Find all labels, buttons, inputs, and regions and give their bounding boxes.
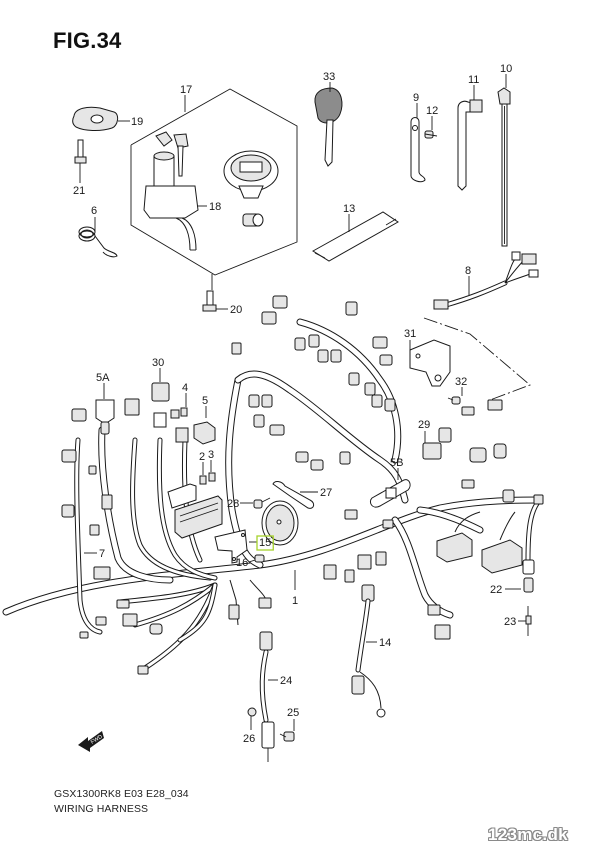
part-2-fuse[interactable] <box>199 475 207 485</box>
ecm-connectors[interactable] <box>436 511 523 574</box>
callout-13[interactable]: 13 <box>343 203 355 215</box>
leader-lines <box>79 74 526 731</box>
callout-16[interactable]: 16 <box>236 557 248 569</box>
callout-22[interactable]: 22 <box>490 584 502 596</box>
callout-5[interactable]: 5 <box>202 395 208 407</box>
callout-20[interactable]: 20 <box>230 304 242 316</box>
part-19-ignition-cover[interactable] <box>72 106 119 131</box>
part-32-screw[interactable] <box>447 396 461 405</box>
callout-14[interactable]: 14 <box>379 637 391 649</box>
part-31-bracket[interactable] <box>409 339 451 387</box>
part-1-main-harness[interactable] <box>2 318 544 671</box>
callout-10[interactable]: 10 <box>500 63 512 75</box>
part-11-clamp[interactable] <box>457 99 483 191</box>
part-7-connectors[interactable] <box>79 566 163 675</box>
callout-highlight-box <box>256 535 274 551</box>
callout-18[interactable]: 18 <box>209 201 221 213</box>
part-22-switch[interactable] <box>522 559 535 593</box>
callout-30[interactable]: 30 <box>152 357 164 369</box>
part-10-cable-tie[interactable] <box>497 87 511 247</box>
part-4-fuse[interactable] <box>170 407 189 443</box>
fuel-cap-lock[interactable] <box>223 150 279 199</box>
callout-28[interactable]: 28 <box>227 498 239 510</box>
part-16-bolt[interactable] <box>254 554 265 563</box>
left-connectors[interactable] <box>61 398 140 536</box>
part-20-bolt[interactable] <box>202 290 217 312</box>
part-28-bolt[interactable] <box>253 497 271 509</box>
watermark: 123mc.dk <box>488 825 568 844</box>
right-connectors[interactable] <box>461 399 544 505</box>
diagram-subtitle: WIRING HARNESS <box>54 803 149 815</box>
callout-29[interactable]: 29 <box>418 419 430 431</box>
part-6-spring[interactable] <box>78 226 118 258</box>
sensor-body[interactable] <box>261 721 275 762</box>
part-5-relay[interactable] <box>193 421 216 445</box>
callout-17[interactable]: 17 <box>180 84 192 96</box>
figure-title: FIG.34 <box>53 28 122 53</box>
callout-19[interactable]: 19 <box>131 116 143 128</box>
callout-15[interactable]: 15 <box>259 537 271 549</box>
callout-5a[interactable]: 5A <box>96 372 110 384</box>
part-30-relay[interactable] <box>151 382 170 428</box>
part-24-sensor-lead[interactable] <box>259 631 273 723</box>
part-23-wire[interactable] <box>525 606 532 636</box>
part-12-screw[interactable] <box>424 130 438 139</box>
part-9-clamp[interactable] <box>410 117 426 183</box>
callout-1[interactable]: 1 <box>292 595 298 607</box>
seat-lock-cylinder[interactable] <box>242 213 264 227</box>
harness-connectors[interactable] <box>231 295 396 471</box>
callout-2[interactable]: 2 <box>199 451 205 463</box>
part-29-relay[interactable] <box>422 427 452 460</box>
callout-31[interactable]: 31 <box>404 328 416 340</box>
callout-8[interactable]: 8 <box>465 265 471 277</box>
callout-25[interactable]: 25 <box>287 707 299 719</box>
callout-7[interactable]: 7 <box>99 548 105 560</box>
callout-9[interactable]: 9 <box>413 92 419 104</box>
center-lower-connectors[interactable] <box>228 509 451 640</box>
part-26-washer[interactable] <box>247 707 257 717</box>
part-27-horn[interactable] <box>261 481 315 546</box>
part-25-bolt[interactable] <box>279 731 295 742</box>
callout-5b[interactable]: 5B <box>390 457 403 469</box>
callout-33[interactable]: 33 <box>323 71 335 83</box>
model-code: GSX1300RK8 E03 E28_034 <box>54 788 189 800</box>
callout-26[interactable]: 26 <box>243 733 255 745</box>
callout-3[interactable]: 3 <box>208 449 214 461</box>
ignition-set-box <box>130 88 298 276</box>
part-14-sub-harness[interactable] <box>351 584 386 718</box>
part-18-ignition-switch[interactable] <box>143 131 199 251</box>
callout-27[interactable]: 27 <box>320 487 332 499</box>
part-5A-relay[interactable] <box>95 399 115 435</box>
part-8-sub-harness[interactable] <box>433 251 539 310</box>
part-5B-relay-cover[interactable] <box>369 479 411 508</box>
fwd-label: FWD <box>90 734 104 746</box>
dashed-leader-box <box>423 317 531 401</box>
fwd-arrow-icon: FWD <box>78 731 104 752</box>
callout-21[interactable]: 21 <box>73 185 85 197</box>
callout-12[interactable]: 12 <box>426 105 438 117</box>
callout-32[interactable]: 32 <box>455 376 467 388</box>
fuse-box[interactable] <box>167 483 223 539</box>
callout-11[interactable]: 11 <box>468 74 479 86</box>
callout-6[interactable]: 6 <box>91 205 97 217</box>
part-3-fuse[interactable] <box>208 472 216 482</box>
callout-23[interactable]: 23 <box>504 616 516 628</box>
callout-24[interactable]: 24 <box>280 675 292 687</box>
part-15-bracket[interactable] <box>214 529 248 564</box>
part-13-tape[interactable] <box>312 211 399 262</box>
callout-4[interactable]: 4 <box>182 382 188 394</box>
part-21-bolt[interactable] <box>74 139 87 164</box>
part-33-key[interactable] <box>314 87 343 167</box>
